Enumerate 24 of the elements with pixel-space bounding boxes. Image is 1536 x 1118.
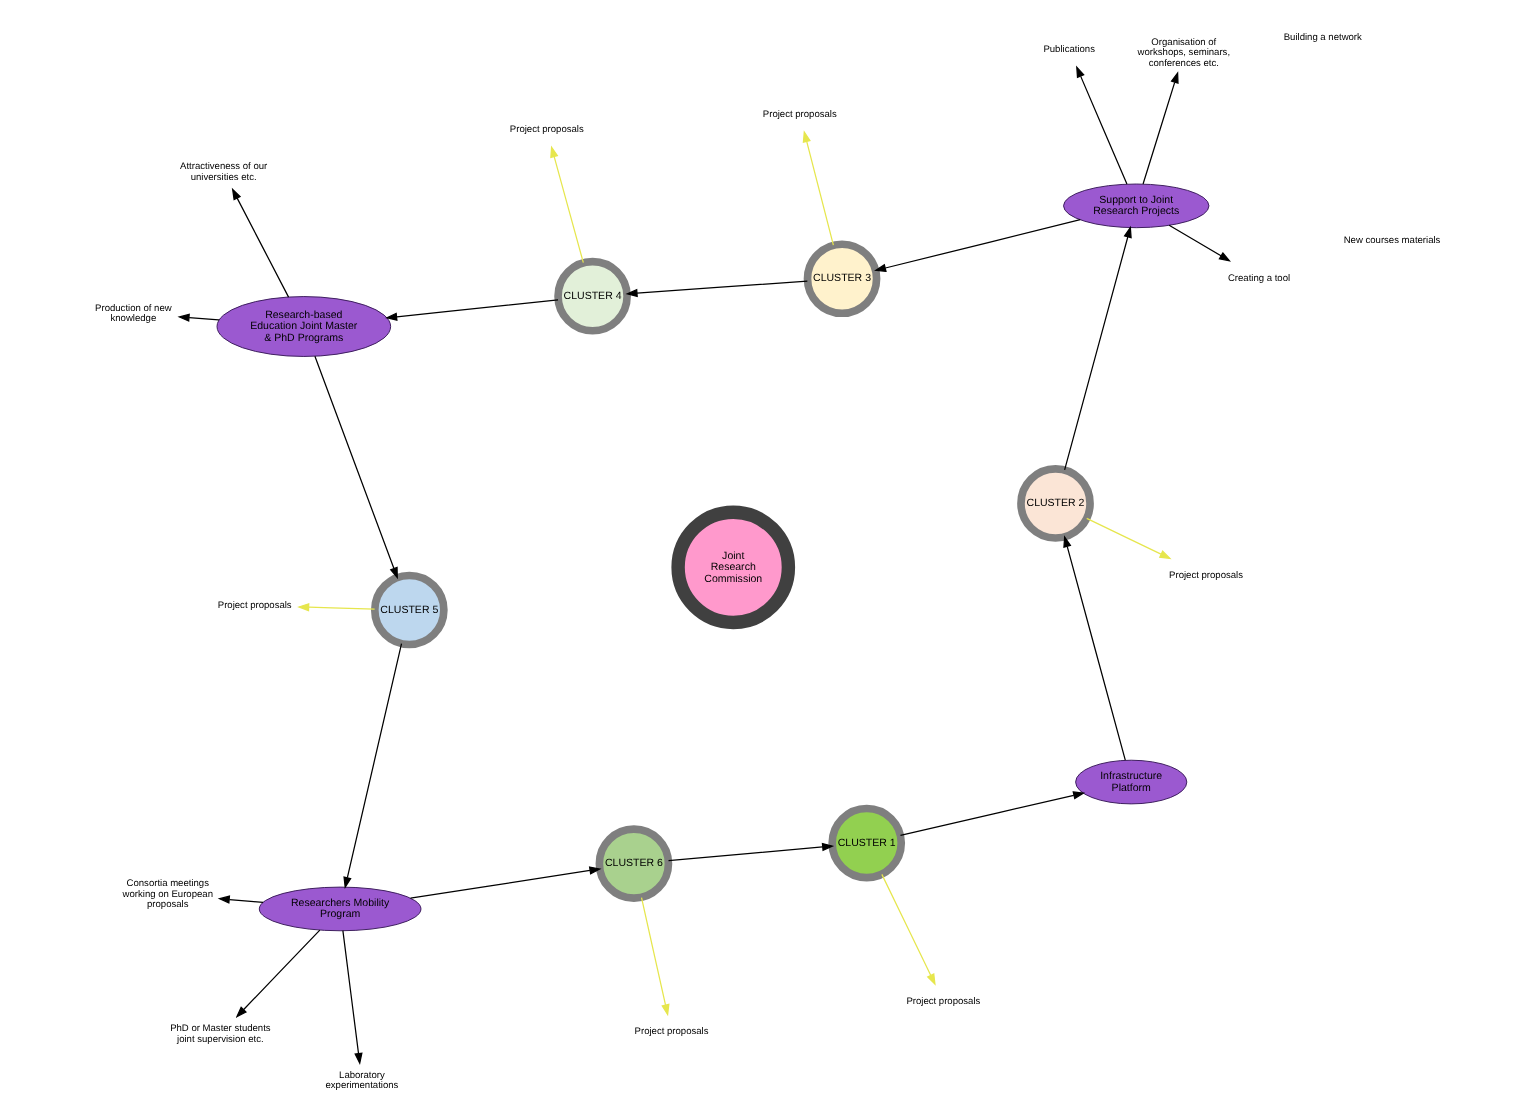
arrow — [297, 603, 376, 612]
arrow — [1086, 517, 1172, 560]
arrow — [1142, 71, 1179, 185]
arrow — [1076, 65, 1128, 185]
arrow — [899, 791, 1086, 836]
arrow — [177, 313, 220, 322]
arrow — [667, 842, 835, 862]
arrow — [1063, 535, 1126, 761]
arrow — [625, 280, 808, 298]
arrow — [1064, 225, 1132, 471]
arrow — [409, 866, 602, 899]
arrow — [343, 643, 403, 889]
arrow — [385, 299, 559, 321]
arrow — [640, 897, 670, 1017]
arrow — [550, 145, 584, 264]
arrow — [802, 130, 834, 246]
arrow — [874, 219, 1081, 273]
arrow — [881, 873, 936, 986]
arrow — [231, 187, 290, 298]
arrow — [1168, 224, 1231, 262]
arrow — [314, 355, 398, 580]
arrow — [342, 930, 363, 1066]
arrow — [235, 929, 321, 1018]
arrow — [217, 895, 264, 904]
